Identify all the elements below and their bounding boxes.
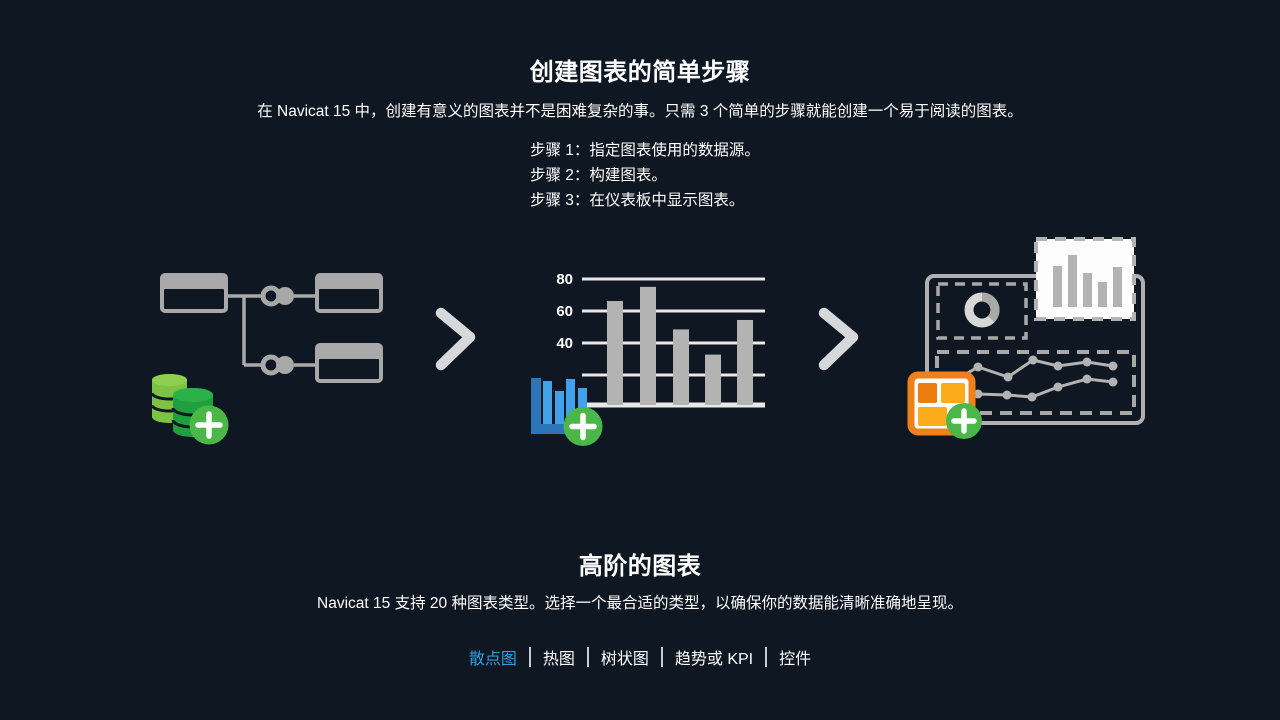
tab-separator [765, 647, 768, 667]
steps-section-subtitle: 在 Navicat 15 中，创建有意义的图表并不是困难复杂的事。只需 3 个简… [257, 103, 1023, 120]
chevron-right-icon [818, 307, 859, 371]
y-tick-label: 60 [556, 303, 573, 320]
dashboard-frame [925, 274, 1145, 425]
tab-scatter-chart[interactable]: 散点图 [468, 651, 517, 668]
y-tick-label: 80 [556, 271, 573, 288]
tab-heatmap[interactable]: 热图 [542, 651, 575, 668]
donut-widget [936, 282, 1028, 340]
chart-type-tabs: 散点图 热图 树状图 趋势或 KPI 控件 [0, 645, 1280, 669]
dashboard-add-icon [907, 371, 982, 439]
bar [640, 286, 656, 405]
tab-separator [586, 647, 589, 667]
bar [607, 301, 623, 405]
chart-y-axis-labels: 80 60 40 [556, 271, 573, 352]
tab-treemap[interactable]: 树状图 [600, 651, 649, 668]
database-add-icon [150, 374, 229, 445]
tab-trend-or-kpi[interactable]: 趋势或 KPI [674, 651, 754, 668]
tab-separator [660, 647, 663, 667]
advanced-section-subtitle: Navicat 15 支持 20 种图表类型。选择一个最合适的类型，以确保你的数… [317, 595, 963, 612]
bar [705, 354, 721, 405]
advanced-section-title: 高阶的图表 [578, 553, 702, 580]
step-item: 步骤 2：构建图表。 [530, 167, 667, 184]
bar-chart-add-icon [531, 378, 603, 446]
tab-control[interactable]: 控件 [779, 651, 812, 668]
y-tick-label: 40 [556, 335, 573, 352]
step-item: 步骤 3：在仪表板中显示图表。 [530, 192, 745, 209]
steps-list: 步骤 1：指定图表使用的数据源。 步骤 2：构建图表。 步骤 3：在仪表板中显示… [530, 138, 760, 213]
data-source-illustration [150, 273, 383, 445]
bar [737, 319, 753, 405]
steps-section-title: 创建图表的简单步骤 [529, 59, 751, 86]
er-diagram-icon [160, 273, 383, 383]
bar-widget-card [1034, 237, 1136, 321]
bar [673, 329, 689, 405]
chart-bars [607, 286, 753, 405]
chevron-right-icon [435, 307, 476, 371]
tab-separator [528, 647, 531, 667]
dashboard-illustration [907, 237, 1145, 439]
bar-chart-illustration: 80 60 40 [531, 271, 765, 446]
step-item: 步骤 1：指定图表使用的数据源。 [530, 142, 760, 159]
